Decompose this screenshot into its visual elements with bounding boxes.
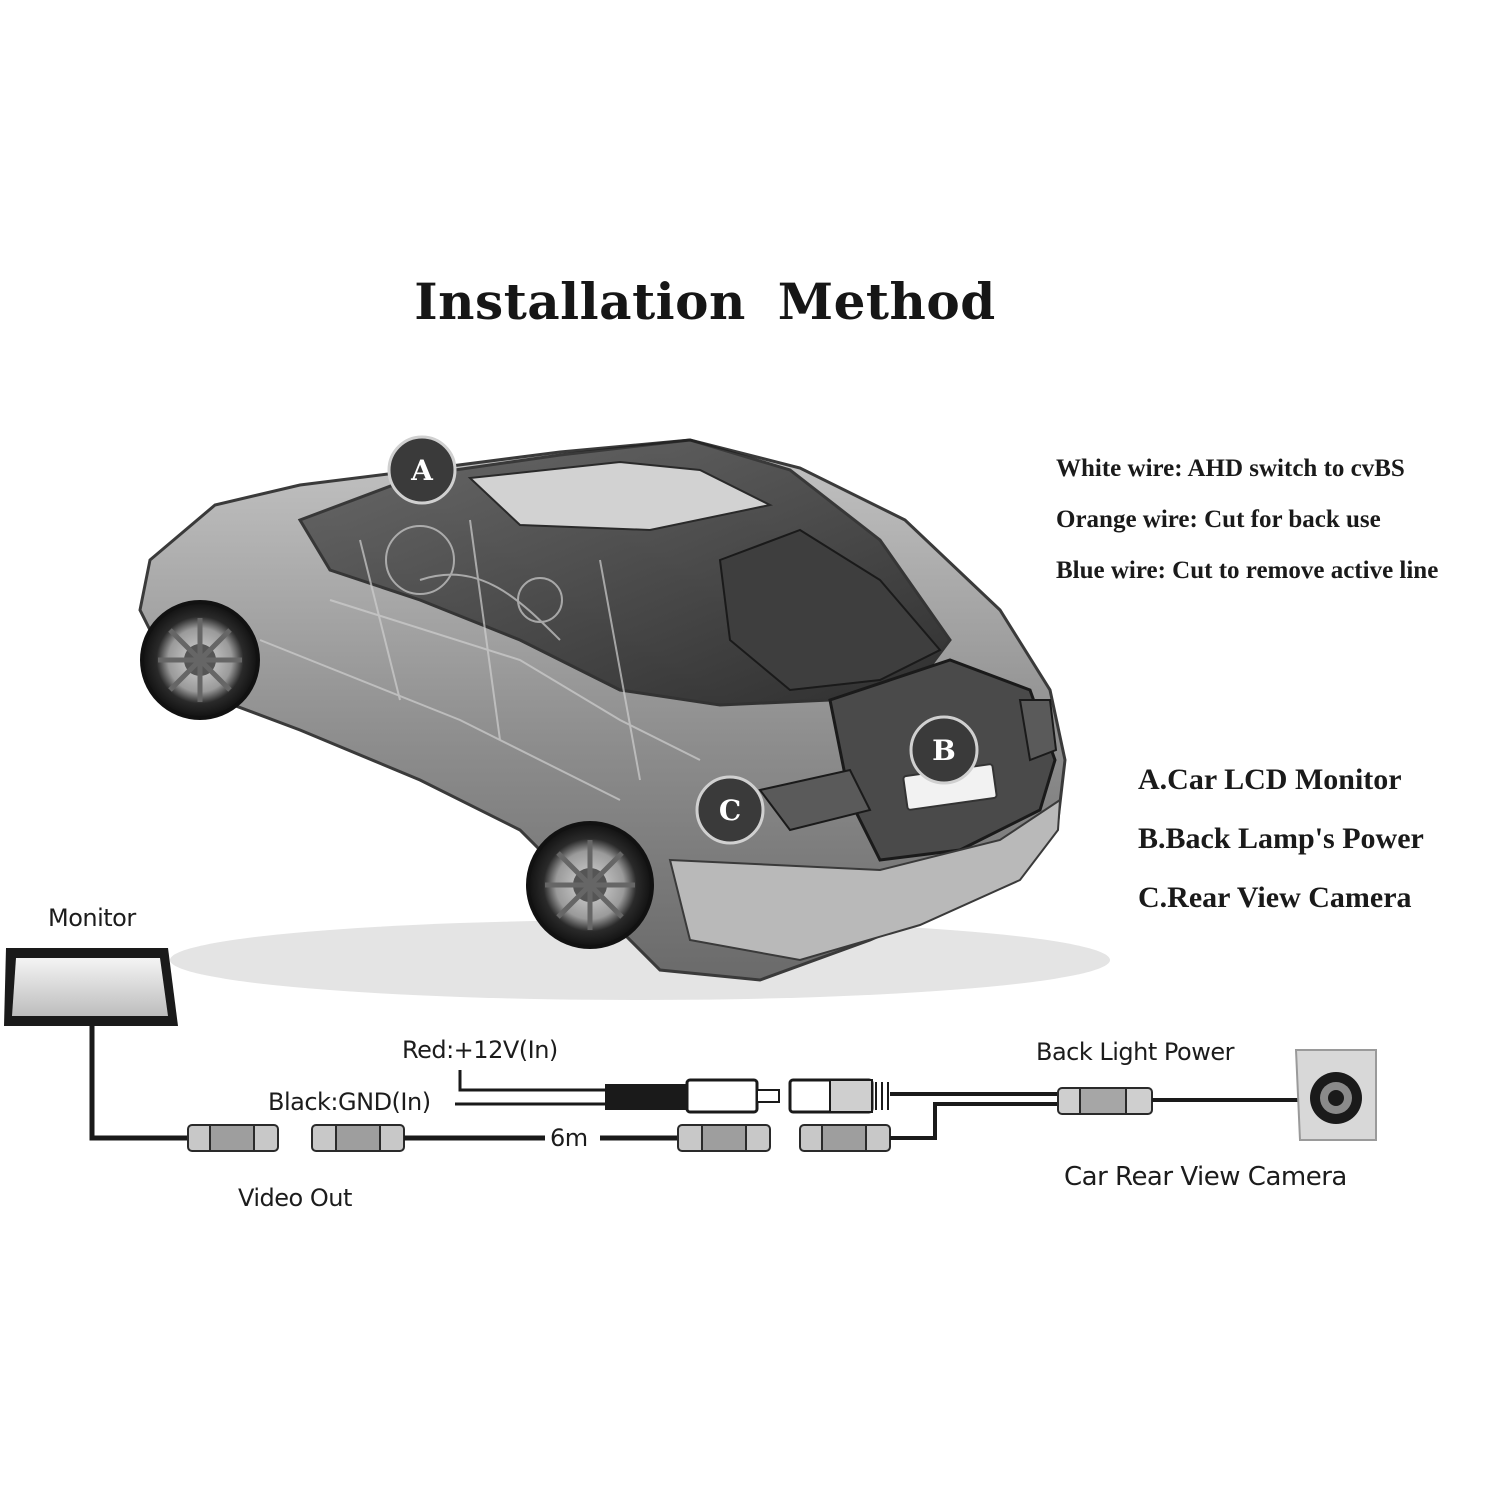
- legend-item-b: B.Back Lamp's Power: [1138, 822, 1424, 855]
- car-rear-window: [718, 528, 942, 692]
- rca-connector-left: [187, 1124, 405, 1152]
- back-light-power-label: Back Light Power: [1036, 1038, 1234, 1066]
- marker-b-label: B: [932, 734, 956, 767]
- power-socket-ridges: [875, 1082, 889, 1110]
- black-wire-label: Black:GND(In): [268, 1088, 431, 1116]
- wire-notes: White wire: AHD switch to cvBS Orange wi…: [1056, 452, 1496, 605]
- marker-b: B: [909, 715, 979, 785]
- car-shadow: [170, 920, 1110, 1000]
- legend-item-c: C.Rear View Camera: [1138, 881, 1412, 914]
- rear-camera-device: [1294, 1049, 1377, 1141]
- wire-note-orange: Orange wire: Cut for back use: [1056, 506, 1381, 533]
- rca-connector-right: [677, 1124, 891, 1152]
- marker-a: A: [387, 435, 457, 505]
- car-tail-light: [758, 768, 872, 832]
- car-rear-wheel: [526, 821, 654, 949]
- marker-c-label: C: [719, 794, 741, 827]
- car-sunroof: [467, 460, 774, 532]
- power-plug-pin: [756, 1089, 780, 1103]
- monitor-label: Monitor: [48, 904, 136, 932]
- power-leads: [455, 1070, 605, 1106]
- camera-label: Car Rear View Camera: [1064, 1162, 1347, 1192]
- power-plug-body: [605, 1084, 687, 1110]
- power-socket-grip: [829, 1079, 873, 1113]
- video-cable: [890, 1102, 1058, 1140]
- car-rear-bumper: [668, 798, 1062, 962]
- page-title: Installation Method: [414, 272, 996, 331]
- car-interior-lines: [259, 519, 701, 801]
- car-front-wheel: [140, 600, 260, 720]
- legend-item-a: A.Car LCD Monitor: [1138, 763, 1402, 796]
- wire-note-blue: Blue wire: Cut to remove active line: [1056, 557, 1439, 584]
- wire-note-white: White wire: AHD switch to cvBS: [1056, 455, 1405, 482]
- cable-length-label: 6m: [550, 1124, 588, 1152]
- monitor-cable: [89, 1026, 190, 1141]
- camera-junction-band: [1079, 1087, 1127, 1115]
- video-out-label: Video Out: [238, 1184, 352, 1212]
- car-tail-light: [1018, 699, 1058, 762]
- monitor-device: [4, 948, 178, 1026]
- red-wire-label: Red:+12V(In): [402, 1036, 558, 1064]
- marker-a-label: A: [410, 454, 434, 487]
- power-plug-tip: [685, 1078, 759, 1114]
- marker-c: C: [695, 775, 765, 845]
- legend: A.Car LCD Monitor B.Back Lamp's Power C.…: [1138, 760, 1488, 937]
